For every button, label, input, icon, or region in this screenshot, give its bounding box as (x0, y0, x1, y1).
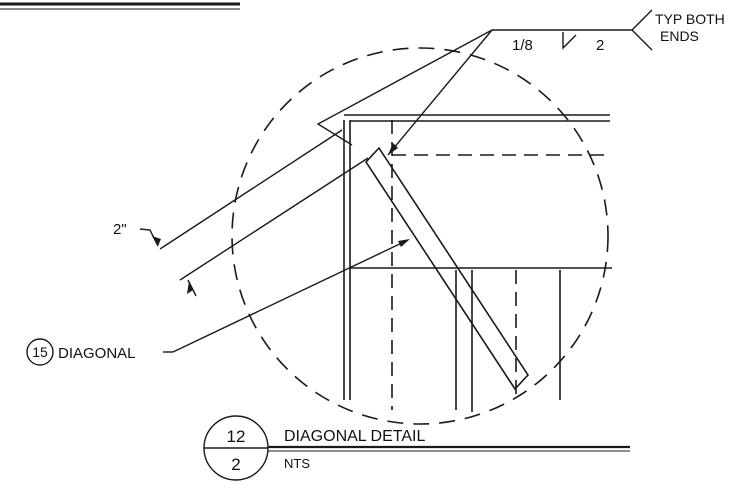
weld-symbol (316, 9, 653, 156)
detail-title-block (203, 415, 630, 481)
detail-title: DIAGONAL DETAIL (284, 428, 425, 445)
dimension-lines (139, 129, 369, 297)
sheet-number: 2 (231, 455, 240, 474)
detail-boundary-circle (231, 47, 609, 425)
weld-note-line1: TYP BOTH (655, 11, 725, 27)
detail-scale: NTS (284, 456, 310, 471)
sheet-border-fragment (0, 2, 240, 10)
dimension-value: 2" (113, 221, 127, 238)
part-callout (26, 239, 410, 366)
weld-size: 1/8 (512, 37, 533, 54)
part-label: DIAGONAL (58, 345, 136, 362)
detail-number: 12 (227, 427, 246, 446)
weld-note-line2: ENDS (660, 28, 699, 44)
weld-length: 2 (596, 37, 604, 54)
frame-members (343, 114, 612, 412)
diagonal-brace (364, 146, 530, 391)
part-number: 15 (32, 344, 48, 360)
